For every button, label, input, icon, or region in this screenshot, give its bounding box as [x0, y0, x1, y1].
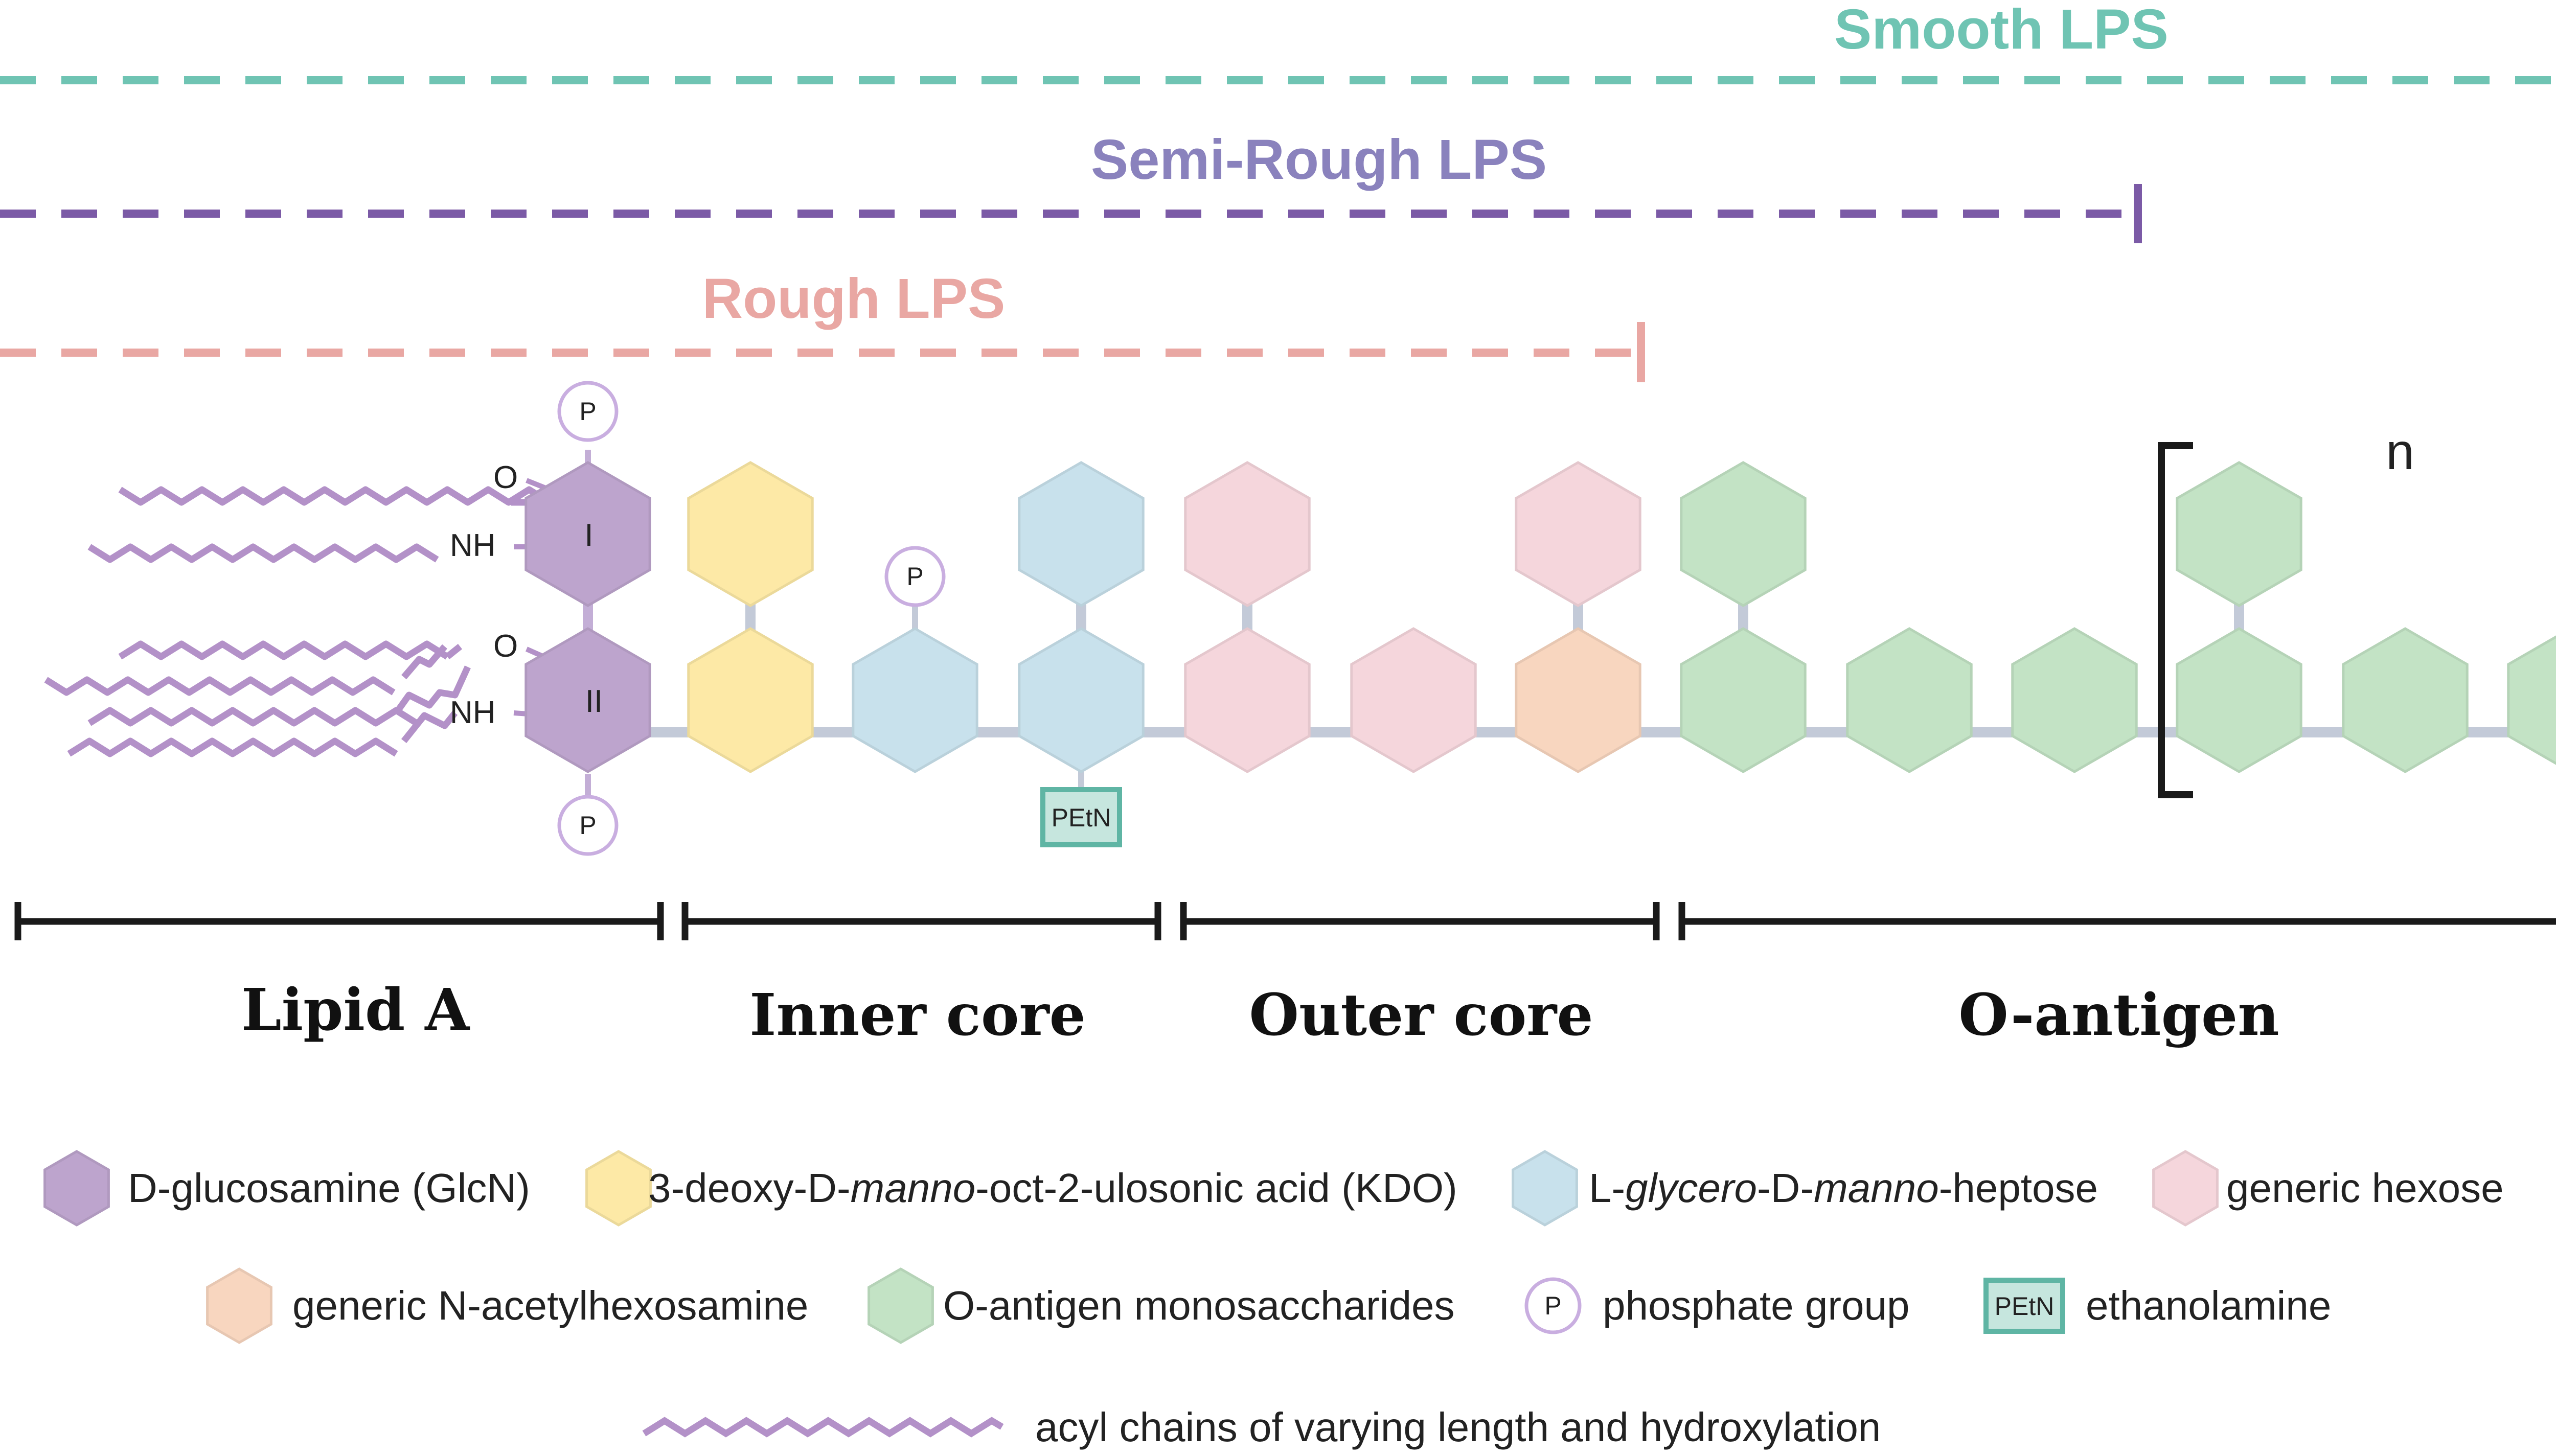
legend-hexose-label: generic hexose	[2226, 1165, 2504, 1211]
section-o-antigen: O-antigen	[1958, 982, 2279, 1049]
section-inner-core: Inner core	[749, 982, 1086, 1049]
legend-ethanolamine-label: ethanolamine	[2086, 1283, 2331, 1328]
rough-lps-label: Rough LPS	[702, 267, 1006, 330]
legend-phosphate-icon: P	[1524, 1277, 1582, 1334]
semi-rough-lps-range: Semi-Rough LPS	[0, 128, 2142, 243]
hexose-hexagon-1	[1184, 627, 1311, 773]
hexose-hexagon-branch-2	[1515, 461, 1641, 607]
oxygen-label-1: O	[493, 460, 518, 495]
nh-label-1: NH	[450, 528, 496, 563]
heptose-hexagon-1	[852, 627, 978, 773]
phosphate-bottom: P	[557, 795, 619, 856]
legend-hexose-icon	[2152, 1150, 2219, 1227]
oantigen-hexagon-branch-1	[1680, 461, 1807, 607]
legend-oantigen-label: O-antigen monosaccharides	[943, 1283, 1455, 1328]
oantigen-hexagon-3	[2011, 627, 2138, 773]
acyl-chain-branch-b	[396, 665, 471, 711]
hexose-hexagon-branch	[1184, 461, 1311, 607]
smooth-lps-range: Smooth LPS	[0, 0, 2556, 84]
legend-icons	[43, 1150, 2219, 1344]
acyl-chain-4	[44, 676, 396, 696]
section-lipid-a: Lipid A	[241, 977, 470, 1044]
acyl-chain-6	[67, 737, 398, 757]
semi-rough-lps-label: Semi-Rough LPS	[1091, 128, 1547, 191]
hexnac-hexagon	[1515, 627, 1641, 773]
phosphate-heptose: P	[884, 546, 946, 607]
legend-glcn-icon	[43, 1150, 110, 1227]
legend-oantigen-icon	[868, 1267, 934, 1344]
petn-symbol: PEtN	[1052, 803, 1111, 832]
legend-hexnac-label: generic N-acetylhexosamine	[292, 1283, 808, 1328]
acyl-chain-1	[118, 486, 552, 506]
section-brackets	[14, 902, 2556, 940]
nh-label-2: NH	[450, 695, 496, 730]
oantigen-repeat-hexagon-2	[2342, 627, 2469, 773]
acyl-chain-branch-c	[401, 710, 458, 744]
petn-group: PEtN	[1040, 787, 1122, 847]
legend-glcn-label: D-glucosamine (GlcN)	[128, 1165, 530, 1211]
legend-phosphate-symbol: P	[1544, 1291, 1561, 1320]
oantigen-repeat-hexagon-3	[2507, 635, 2556, 765]
legend-petn-symbol: PEtN	[1995, 1292, 2055, 1321]
legend-hexnac-icon	[206, 1267, 272, 1344]
oantigen-hexagon-1	[1680, 627, 1807, 773]
acyl-chain-2	[87, 543, 439, 563]
glcn-hexagon-2	[524, 627, 651, 773]
oxygen-label-2: O	[493, 629, 518, 664]
oantigen-repeat-hexagon-branch	[2176, 461, 2302, 607]
legend-heptose-label: L-glycero-D-manno-heptose	[1589, 1165, 2098, 1211]
acyl-chain-5	[87, 707, 419, 727]
phosphate-bottom-symbol: P	[579, 811, 596, 840]
acyl-chain-3	[118, 640, 449, 660]
legend-kdo-icon	[585, 1150, 652, 1227]
heptose-hexagon-2	[1018, 627, 1145, 773]
glcn-hexagon-1	[524, 461, 651, 607]
rough-lps-range: Rough LPS	[0, 267, 1645, 382]
legend-petn-icon: PEtN	[1983, 1278, 2065, 1334]
repeat-bracket	[2158, 442, 2193, 798]
glcn-1-label: I	[584, 518, 593, 553]
kdo-hexagon-branch	[687, 461, 814, 607]
phosphate-top-symbol: P	[579, 397, 596, 426]
acyl-chain-branch-a	[401, 644, 447, 680]
legend-acyl-label: acyl chains of varying length and hydrox…	[1035, 1404, 1881, 1450]
phosphate-heptose-symbol: P	[906, 562, 923, 591]
smooth-lps-label: Smooth LPS	[1834, 0, 2169, 61]
glcn-2-label: II	[585, 684, 603, 719]
acyl-ester-bond-2	[445, 643, 463, 660]
heptose-hexagon-branch	[1018, 461, 1145, 607]
legend-phosphate-label: phosphate group	[1603, 1283, 1910, 1328]
oantigen-repeat-hexagon-1	[2176, 627, 2302, 773]
repeat-count-label: n	[2386, 423, 2414, 480]
repeat-bracket-left	[2158, 442, 2193, 798]
section-outer-core: Outer core	[1249, 982, 1593, 1049]
phosphate-top: P	[557, 381, 619, 442]
legend-acyl-chain-icon	[642, 1417, 1004, 1438]
acyl-chains	[44, 486, 552, 757]
legend-kdo-label: 3-deoxy-D-manno-oct-2-ulosonic acid (KDO…	[648, 1165, 1457, 1211]
legend-heptose-icon	[1512, 1150, 1578, 1227]
sugar-units	[524, 461, 2556, 773]
hexose-hexagon-2	[1350, 627, 1477, 773]
oantigen-hexagon-2	[1846, 627, 1973, 773]
kdo-hexagon-1	[687, 627, 814, 773]
